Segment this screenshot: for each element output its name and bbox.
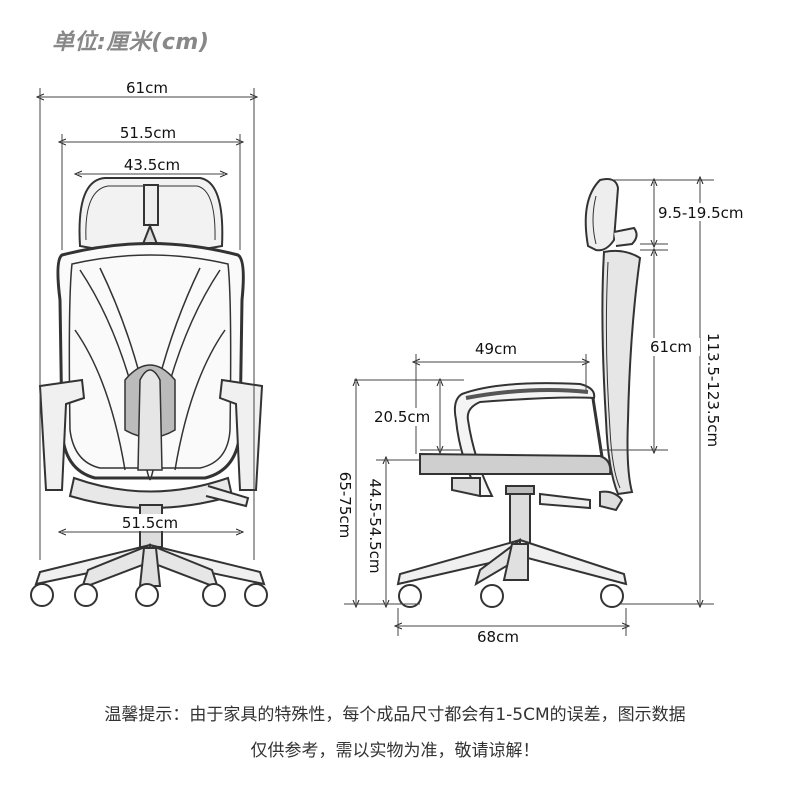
- side-seat-height-label: 44.5-54.5cm: [366, 478, 384, 573]
- side-headrest-adjust-label: 9.5-19.5cm: [658, 204, 744, 222]
- unit-title: 单位:厘米(cm): [52, 30, 210, 55]
- side-arm-height-label: 65-75cm: [336, 472, 354, 538]
- front-headrest-width-label: 43.5cm: [124, 156, 180, 174]
- front-chair-drawing: [30, 177, 268, 607]
- front-base-width-label: 51.5cm: [122, 514, 178, 532]
- side-base-depth-label: 68cm: [477, 628, 519, 646]
- front-overall-width-label: 61cm: [126, 79, 168, 97]
- front-back-width-label: 51.5cm: [120, 124, 176, 142]
- note-line-2: 仅供参考，需以实物为准，敬请谅解！: [250, 741, 540, 761]
- side-backrest-height-label: 61cm: [650, 338, 692, 356]
- side-chair-drawing: [396, 178, 642, 608]
- side-seat-depth-label: 49cm: [475, 340, 517, 358]
- side-armrest-height-label: 20.5cm: [374, 408, 430, 426]
- side-total-height-label: 113.5-123.5cm: [704, 333, 722, 447]
- note-line-1: 温馨提示：由于家具的特殊性，每个成品尺寸都会有1-5CM的误差，图示数据: [104, 705, 686, 725]
